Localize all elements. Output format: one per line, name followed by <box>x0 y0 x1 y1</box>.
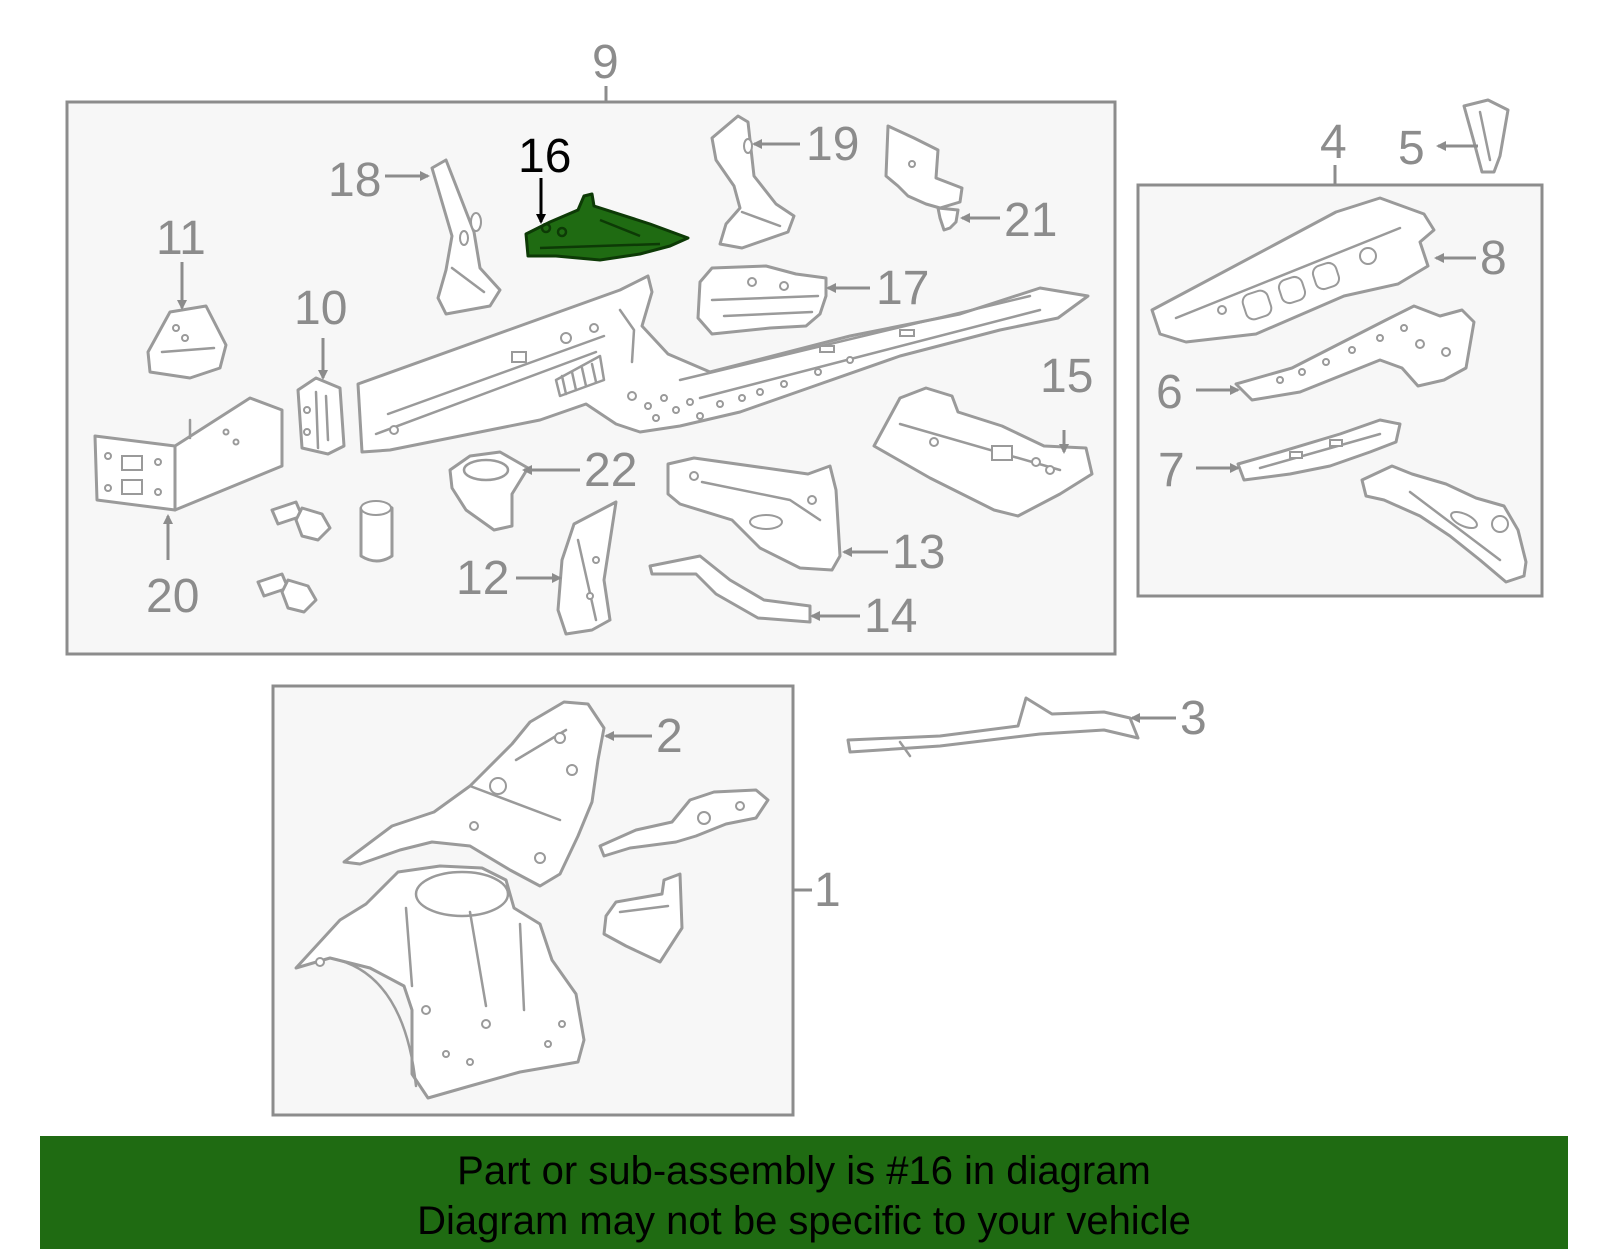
notice-banner: Part or sub-assembly is #16 in diagram D… <box>40 1136 1568 1249</box>
part-20[interactable] <box>93 396 284 512</box>
part-17[interactable] <box>696 264 828 336</box>
bolt-upper[interactable] <box>270 500 332 542</box>
sleeve[interactable] <box>359 500 394 563</box>
part-12[interactable] <box>556 500 618 636</box>
part-5[interactable] <box>1462 98 1510 174</box>
label-6: 6 <box>1156 366 1183 419</box>
banner-line-2: Diagram may not be specific to your vehi… <box>417 1199 1191 1243</box>
label-9: 9 <box>592 36 619 89</box>
label-18: 18 <box>328 154 381 207</box>
label-21: 21 <box>1004 194 1057 247</box>
part-21[interactable] <box>884 124 964 232</box>
part-1-bracket-a[interactable] <box>598 788 770 858</box>
part-9-frame-rail[interactable] <box>356 274 1090 454</box>
part-15[interactable] <box>872 386 1094 518</box>
label-4: 4 <box>1320 116 1347 169</box>
label-17: 17 <box>876 262 929 315</box>
part-3[interactable] <box>846 696 1140 758</box>
part-4[interactable] <box>1150 196 1436 344</box>
label-1: 1 <box>814 864 841 917</box>
part-1-wheelhouse[interactable] <box>294 864 586 1100</box>
label-11: 11 <box>156 212 206 265</box>
label-16: 16 <box>518 130 571 183</box>
part-22[interactable] <box>448 450 530 532</box>
part-13[interactable] <box>666 456 842 572</box>
label-12: 12 <box>456 552 509 605</box>
part-1-bracket-b[interactable] <box>602 872 684 964</box>
label-2: 2 <box>656 710 683 763</box>
part-2[interactable] <box>342 700 606 888</box>
label-10: 10 <box>294 282 347 335</box>
part-11[interactable] <box>146 304 228 380</box>
part-4-lower-bracket[interactable] <box>1360 464 1528 584</box>
label-7: 7 <box>1158 444 1185 497</box>
part-6[interactable] <box>1234 304 1476 402</box>
label-13: 13 <box>892 526 945 579</box>
label-8: 8 <box>1480 232 1507 285</box>
part-18[interactable] <box>430 158 502 316</box>
label-20: 20 <box>146 570 199 623</box>
part-19[interactable] <box>710 114 796 250</box>
label-3: 3 <box>1180 692 1207 745</box>
banner-line-1: Part or sub-assembly is #16 in diagram <box>457 1149 1151 1193</box>
part-10[interactable] <box>296 376 346 456</box>
label-14: 14 <box>864 590 917 643</box>
part-7[interactable] <box>1236 418 1402 482</box>
label-15: 15 <box>1040 350 1093 403</box>
label-5: 5 <box>1398 122 1425 175</box>
part-14[interactable] <box>648 554 812 624</box>
bolt-lower[interactable] <box>256 572 318 614</box>
label-19: 19 <box>806 118 859 171</box>
label-22: 22 <box>584 444 637 497</box>
part-16-highlighted[interactable] <box>524 192 690 262</box>
